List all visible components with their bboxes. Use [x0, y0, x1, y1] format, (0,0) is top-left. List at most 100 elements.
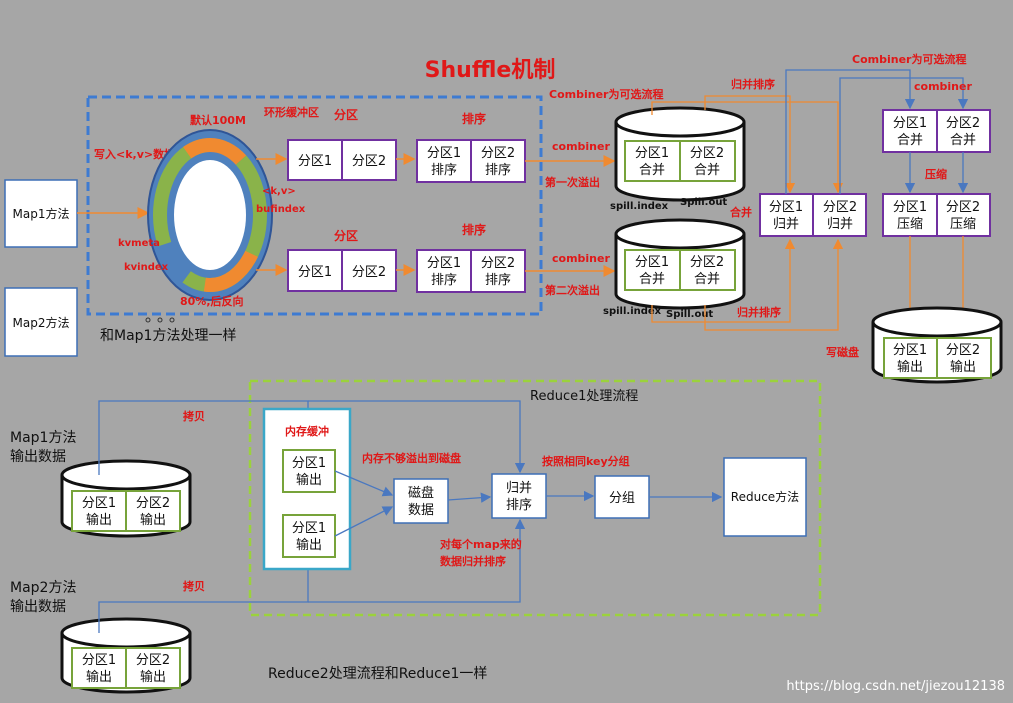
disk2-p2-l2: 合并: [694, 272, 720, 287]
ring-buffer-icon: [147, 129, 273, 301]
disk1-p2-l2: 合并: [694, 163, 720, 178]
m2d-p1-l2: 输出: [86, 669, 112, 685]
map1-output-l2: 输出数据: [10, 449, 66, 465]
mergesort-p2-l1: 分区2: [823, 200, 857, 215]
combiner-optional-label-1: Combiner为可选流程: [549, 87, 663, 101]
first-spill-label: 第一次溢出: [545, 175, 600, 189]
reduce-method-label: Reduce方法: [731, 489, 799, 504]
combine-p1-l2: 合并: [897, 133, 923, 148]
spill-index-2: spill.index: [603, 306, 662, 317]
write-disk-label: 写磁盘: [826, 345, 859, 359]
combiner-1-label: combiner: [552, 140, 610, 153]
reverse-80-label: 80%,后反向: [180, 294, 244, 308]
spill-disk-1: [614, 106, 746, 202]
kvindex-label: kvindex: [124, 262, 169, 273]
out-p1-l2: 输出: [897, 359, 923, 375]
map2-box: [4, 287, 78, 357]
row1-sort-label: 排序: [462, 111, 486, 126]
default-100m-label: 默认100M: [190, 113, 246, 127]
compress-p1-l2: 压缩: [897, 216, 923, 232]
compress-boxes: [882, 193, 991, 237]
map-dashed-region: [86, 95, 543, 316]
ring-buffer-label: 环形缓冲区: [264, 105, 319, 119]
disk1-p1-l2: 合并: [639, 163, 665, 178]
group-label: 分组: [609, 491, 635, 506]
bufindex-label: bufindex: [256, 204, 306, 215]
combiner-2-label: combiner: [552, 252, 610, 265]
spill-index-1: spill.index: [610, 201, 669, 212]
row1-partition-boxes: [287, 139, 397, 181]
group-same-key-label: 按照相同key分组: [542, 454, 630, 468]
row2-sort-boxes: [416, 249, 526, 293]
kvmeta-label: kvmeta: [118, 238, 160, 249]
disk2-p1-l1: 分区1: [635, 255, 669, 270]
disk-data-box: [393, 478, 449, 524]
m1d-p1-l2: 输出: [86, 512, 112, 528]
disk1-p2-l1: 分区2: [690, 146, 724, 161]
combine-p2-l2: 合并: [950, 133, 976, 148]
memory-buffer-label: 内存缓冲: [285, 424, 329, 438]
map2-output-l1: Map2方法: [10, 580, 76, 596]
disk-data-l2: 数据: [408, 503, 434, 518]
group-box: [594, 475, 650, 519]
reduce2-note: Reduce2处理流程和Reduce1一样: [268, 666, 487, 682]
combine-boxes: [882, 109, 991, 153]
map1-output-l1: Map1方法: [10, 430, 76, 446]
kv-label: <k,v>: [262, 186, 296, 197]
per-map-l2: 数据归并排序: [440, 554, 506, 568]
combine-p1-l1: 分区1: [893, 116, 927, 131]
combiner-optional-label-2: Combiner为可选流程: [852, 52, 966, 66]
mergesort-p1-l2: 归并: [773, 217, 799, 232]
per-map-l1: 对每个map来的: [440, 537, 522, 551]
page-title: Shuffle机制: [425, 58, 556, 83]
mergesort-p2-l2: 归并: [827, 217, 853, 232]
merge-sort-top-label: 归并排序: [731, 77, 775, 91]
copy-label-2: 拷贝: [183, 579, 205, 593]
row2-partition1: 分区1: [298, 265, 332, 280]
m1d-p2-l1: 分区2: [136, 496, 170, 511]
spill-out-1: Spill.out: [680, 197, 727, 208]
mem-b-l1: 分区1: [292, 521, 326, 536]
out-p2-l2: 输出: [950, 359, 976, 375]
map1-label: Map1方法: [13, 206, 70, 221]
map2-note: 和Map1方法处理一样: [100, 328, 236, 344]
row1-sort-boxes: [416, 139, 526, 183]
mem-a-l2: 输出: [296, 472, 322, 488]
row2-partition2: 分区2: [352, 265, 386, 280]
copy-label-1: 拷贝: [183, 409, 205, 423]
compress-p1-l1: 分区1: [893, 200, 927, 215]
m2d-p1-l1: 分区1: [82, 653, 116, 668]
reduce1-flow-label: Reduce1处理流程: [530, 389, 638, 404]
m2d-p2-l1: 分区2: [136, 653, 170, 668]
map2-label: Map2方法: [13, 315, 70, 330]
reduce-merge-l1: 归并: [506, 481, 532, 496]
row2-sort2-l2: 排序: [485, 273, 511, 288]
mem-a-l1: 分区1: [292, 456, 326, 471]
reduce-method-box: [723, 457, 807, 537]
combine-p2-l1: 分区2: [946, 116, 980, 131]
write-kv-label: 写入<k,v>数据: [94, 147, 175, 161]
disk1-p1-l1: 分区1: [635, 146, 669, 161]
row1-partition2: 分区2: [352, 154, 386, 169]
m2d-p2-l2: 输出: [140, 669, 166, 685]
row2-sort1-l1: 分区1: [427, 256, 461, 271]
merge-sort-bottom-label: 归并排序: [737, 305, 781, 319]
spill-out-2: Spill.out: [666, 309, 713, 320]
out-p2-l1: 分区2: [946, 343, 980, 358]
disk2-p2-l1: 分区2: [690, 255, 724, 270]
mem-b-l2: 输出: [296, 537, 322, 553]
compress-p2-l1: 分区2: [946, 200, 980, 215]
row1-sort2-l2: 排序: [485, 163, 511, 178]
row2-sort2-l1: 分区2: [481, 256, 515, 271]
disk2-p1-l2: 合并: [639, 272, 665, 287]
compress-label: 压缩: [925, 167, 947, 181]
map1-output-disk: [60, 459, 192, 538]
combiner-3-label: combiner: [914, 80, 972, 93]
reduce-merge-l2: 排序: [506, 498, 532, 513]
row1-sort1-l2: 排序: [431, 163, 457, 178]
row1-sort1-l1: 分区1: [427, 146, 461, 161]
merge-label: 合并: [730, 205, 752, 219]
row2-sort1-l2: 排序: [431, 273, 457, 288]
